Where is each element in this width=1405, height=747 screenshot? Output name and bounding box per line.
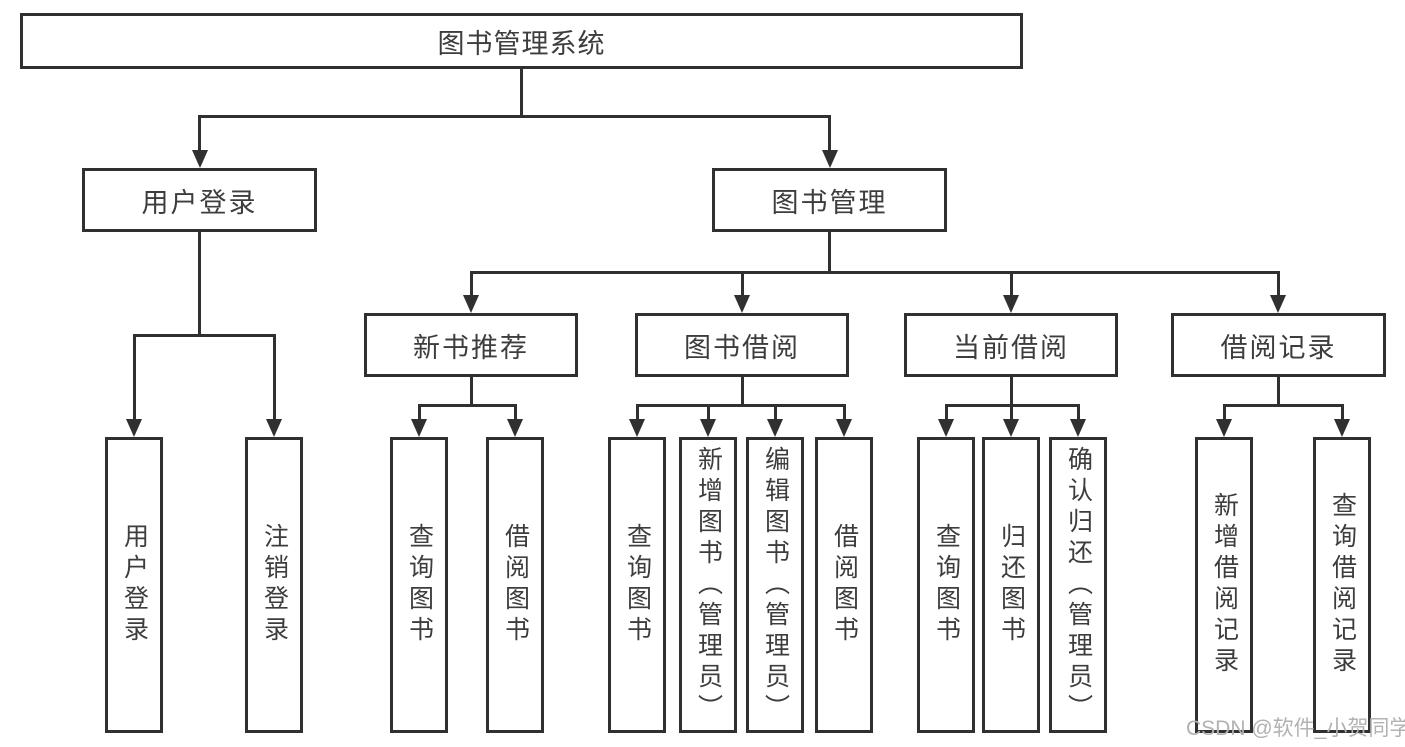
connector-line [417,403,517,407]
node-leaf-bb-add-books-admin: 新增图书（管理员） [679,437,737,733]
node-leaf-bb-query-books-label: 查询图书 [623,523,652,647]
connector-arrow-line [1009,272,1013,299]
node-leaf-recommend-borrow-books: 借阅图书 [486,437,544,733]
node-leaf-bb-edit-books-admin: 编辑图书（管理员） [746,437,804,733]
arrow-down-icon [734,295,750,313]
arrow-down-icon [938,419,954,437]
node-leaf-bb-query-books: 查询图书 [608,437,666,733]
node-root: 图书管理系统 [20,13,1023,69]
connector-line [1276,377,1280,406]
node-leaf-cb-return-books: 归还图书 [982,437,1040,733]
node-borrow-records-label: 借阅记录 [1220,332,1337,363]
connector-arrow-line [198,116,201,154]
node-leaf-user-login-label: 用户登录 [120,523,149,647]
arrow-down-icon [507,419,523,437]
arrow-down-icon [1070,419,1086,437]
arrow-down-icon [767,419,783,437]
connector-arrow-line [1222,405,1226,423]
connector-line [635,403,846,407]
node-book-borrow-label: 图书借阅 [684,332,800,363]
node-leaf-bb-borrow-books-label: 借阅图书 [830,523,859,647]
node-leaf-cb-confirm-return-admin: 确认归还（管理员） [1049,437,1107,733]
connector-arrow-line [1276,272,1280,299]
node-book-management-label: 图书管理 [771,187,888,218]
connector-line [469,377,473,406]
arrow-down-icon [629,419,645,437]
arrow-down-icon [836,419,852,437]
node-leaf-bb-borrow-books: 借阅图书 [815,437,873,733]
node-user-login-label: 用户登录 [141,187,258,218]
connector-arrow-line [1076,405,1080,423]
connector-arrow-line [417,405,421,423]
node-leaf-bb-edit-books-admin-label: 编辑图书（管理员） [761,445,790,725]
node-leaf-br-add-record-label: 新增借阅记录 [1210,492,1239,678]
node-leaf-bb-add-books-admin-label: 新增图书（管理员） [694,445,723,725]
connector-line [198,232,201,336]
connector-line [828,232,831,273]
node-current-borrow: 当前借阅 [904,313,1118,377]
connector-arrow-line [944,405,948,423]
connector-arrow-line [513,405,517,423]
connector-arrow-line [842,405,846,423]
node-new-book-recommend-label: 新书推荐 [413,332,529,363]
node-leaf-cb-confirm-return-admin-label: 确认归还（管理员） [1064,445,1093,725]
connector-arrow-line [1340,405,1344,423]
connector-arrow-line [1009,405,1013,423]
connector-arrow-line [740,272,744,299]
node-new-book-recommend: 新书推荐 [364,313,578,377]
node-leaf-br-query-record-label: 查询借阅记录 [1328,492,1357,678]
connector-arrow-line [635,405,639,423]
connector-line [469,270,1280,274]
node-leaf-cb-return-books-label: 归还图书 [997,523,1026,647]
node-leaf-cb-query-books: 查询图书 [917,437,975,733]
node-leaf-cb-query-books-label: 查询图书 [932,523,961,647]
node-leaf-br-query-record: 查询借阅记录 [1313,437,1371,733]
node-user-login: 用户登录 [82,168,317,232]
connector-line [132,333,276,337]
node-leaf-br-add-record: 新增借阅记录 [1195,437,1253,733]
arrow-down-icon [700,419,716,437]
node-leaf-logout: 注销登录 [245,437,303,733]
connector-line [1009,377,1013,406]
node-leaf-recommend-borrow-books-label: 借阅图书 [501,523,530,647]
connector-arrow-line [706,405,710,423]
connector-arrow-line [132,335,136,423]
connector-line [740,377,744,406]
arrow-down-icon [191,150,208,168]
node-current-borrow-label: 当前借阅 [953,332,1069,363]
arrow-down-icon [1003,295,1019,313]
arrow-down-icon [1334,419,1350,437]
arrow-down-icon [1003,419,1019,437]
watermark: CSDN @软件_小贺同学 [1186,717,1405,740]
node-leaf-user-login: 用户登录 [105,437,163,733]
arrow-down-icon [1216,419,1232,437]
arrow-down-icon [821,150,838,168]
connector-line [1222,403,1344,407]
connector-arrow-line [469,272,473,299]
node-leaf-logout-label: 注销登录 [260,523,289,647]
node-root-label: 图书管理系统 [437,28,606,59]
connector-line [520,69,523,116]
connector-arrow-line [272,335,276,423]
node-leaf-recommend-query-books-label: 查询图书 [405,523,434,647]
arrow-down-icon [411,419,427,437]
connector-arrow-line [773,405,777,423]
node-book-borrow: 图书借阅 [635,313,849,377]
connector-line [198,114,831,118]
node-leaf-recommend-query-books: 查询图书 [390,437,448,733]
arrow-down-icon [126,419,142,437]
arrow-down-icon [463,295,479,313]
node-borrow-records: 借阅记录 [1171,313,1386,377]
arrow-down-icon [266,419,282,437]
connector-arrow-line [828,116,831,154]
arrow-down-icon [1270,295,1286,313]
node-book-management: 图书管理 [712,168,947,232]
